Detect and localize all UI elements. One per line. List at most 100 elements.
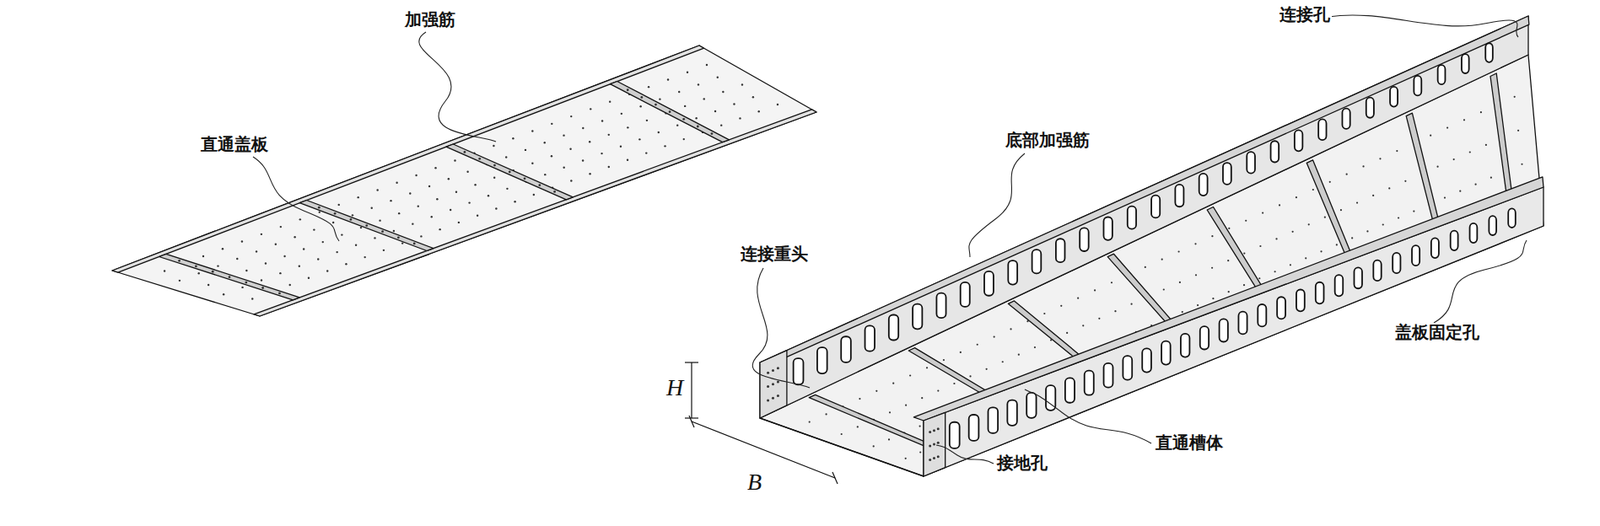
perforation — [476, 214, 479, 216]
dimension-tick — [832, 472, 838, 485]
perforation — [513, 200, 516, 203]
wall-hole — [1180, 334, 1190, 358]
perforation — [351, 214, 354, 216]
perforation — [600, 152, 603, 155]
wall-hole — [1373, 260, 1381, 282]
perforation — [376, 188, 378, 191]
perforation — [1412, 210, 1415, 212]
cover-rib — [159, 253, 301, 301]
perforation — [261, 286, 264, 290]
perforation — [434, 167, 437, 169]
perforation — [588, 172, 591, 175]
perforation — [1329, 181, 1331, 184]
wall-hole — [817, 347, 828, 374]
perforation — [1474, 183, 1477, 186]
perforation — [619, 145, 622, 148]
perforation — [1308, 223, 1310, 226]
perforation — [207, 284, 210, 286]
part-name: 直通槽体 — [1153, 433, 1225, 453]
perforation — [720, 123, 722, 126]
perforation — [1243, 252, 1245, 254]
perforation — [1114, 310, 1116, 313]
cover-rib — [446, 144, 573, 200]
perforation — [1388, 187, 1390, 189]
perforation — [1227, 259, 1229, 262]
perforation — [274, 243, 277, 246]
drawing — [112, 15, 1544, 485]
perforation — [177, 259, 181, 263]
perforation — [932, 457, 936, 460]
perforation — [1194, 242, 1196, 245]
wall-hole — [1151, 195, 1160, 219]
perforation — [350, 218, 353, 221]
perforation — [1261, 211, 1264, 214]
perforation — [163, 269, 166, 272]
perforation — [766, 371, 770, 375]
wall-hole — [1222, 162, 1232, 185]
perforation — [389, 199, 392, 202]
perforation — [1228, 227, 1230, 230]
perforation — [194, 264, 198, 268]
perforation — [928, 444, 932, 448]
perforation — [178, 280, 181, 282]
perforation — [198, 272, 200, 275]
perforation — [1520, 163, 1523, 166]
perforation — [463, 150, 467, 154]
perforation — [533, 193, 535, 196]
leader-line — [253, 156, 340, 242]
perforation — [714, 110, 717, 113]
perforation — [1379, 157, 1381, 160]
part-name: 接地孔 — [995, 453, 1050, 474]
perforation — [1228, 290, 1230, 293]
perforation — [647, 86, 650, 88]
perforation — [550, 123, 553, 125]
perforation — [711, 132, 714, 135]
perforation — [211, 270, 215, 274]
perforation — [1082, 324, 1084, 327]
perforation — [840, 433, 843, 436]
perforation — [697, 83, 700, 86]
wall-hole — [1200, 326, 1209, 350]
perforation — [766, 399, 770, 403]
perforation — [447, 177, 450, 180]
perforation — [682, 118, 685, 121]
dimension-tick — [689, 415, 695, 428]
wall-hole — [1065, 377, 1075, 403]
perforation — [222, 293, 225, 296]
trough-bottom — [759, 54, 1544, 477]
leader-line — [1433, 240, 1527, 324]
perforation — [1289, 263, 1292, 266]
perforation — [976, 344, 979, 346]
perforation — [771, 382, 775, 386]
perforation — [926, 366, 928, 369]
perforation — [487, 194, 490, 197]
perforation — [355, 244, 357, 247]
perforation — [278, 292, 281, 296]
wall-hole — [865, 325, 875, 351]
perforation — [378, 219, 381, 221]
perforation — [1397, 216, 1400, 219]
perforation — [466, 171, 469, 173]
wall-hole — [988, 407, 999, 434]
perforation — [401, 242, 404, 244]
perforation — [1212, 297, 1214, 300]
perforation — [705, 64, 708, 66]
perforation — [919, 425, 922, 427]
perforation — [937, 455, 940, 458]
perforation — [453, 159, 456, 162]
perforation — [332, 221, 335, 224]
perforation — [937, 441, 940, 445]
wall-hole — [1276, 296, 1286, 319]
perforation — [1163, 288, 1165, 291]
perforation — [260, 233, 263, 236]
perforation — [216, 264, 219, 267]
perforation — [420, 235, 422, 238]
perforation — [1443, 197, 1446, 200]
wall-hole — [1127, 206, 1137, 230]
wall-hole — [984, 271, 994, 297]
perforation — [1077, 297, 1079, 300]
perforation — [1098, 317, 1100, 320]
wall-hole — [949, 422, 960, 449]
perforation — [1243, 284, 1245, 286]
perforation — [279, 272, 281, 275]
